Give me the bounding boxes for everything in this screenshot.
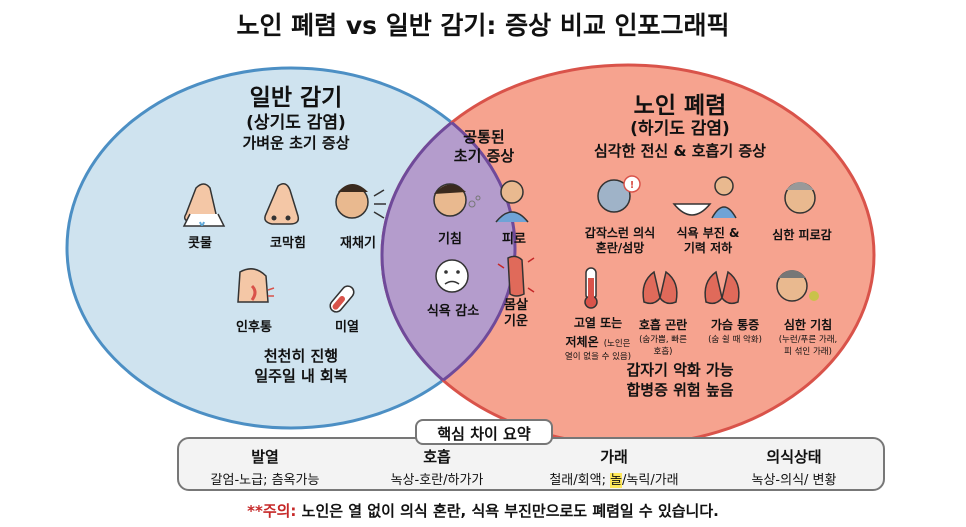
symptom-body-ache: 몸살 기운 [504, 298, 528, 329]
symptom-appetite-weakness: 식욕 부진 & 기력 저하 [676, 226, 740, 255]
bowl-icon [672, 203, 712, 216]
body-ache-icon [497, 255, 535, 297]
cold-heading: 일반 감기 [249, 85, 343, 111]
symptom-severe-cough: 심한 기침 (누런/푸른 가래, 피 섞인 가래) [778, 318, 838, 357]
high-fever-thermometer-icon [584, 267, 598, 309]
appetite-loss-icon [435, 259, 469, 293]
pneumonia-subheading: (하기도 감염) [630, 119, 730, 139]
cough-icon [433, 183, 481, 217]
symptom-chest-pain: 가슴 통증 (숨 쉴 때 악화) [708, 318, 762, 345]
summary-breathing: 호흡 녹상-호란/하가가 [390, 448, 484, 488]
symptom-sneeze: 재채기 [340, 236, 376, 251]
svg-text:!: ! [630, 180, 635, 191]
cold-footer: 천천히 진행 일주일 내 회복 [254, 347, 348, 385]
thermometer-icon [329, 285, 355, 313]
pneumonia-tagline: 심각한 전신 & 호흡기 증상 [594, 142, 766, 160]
summary-title: 핵심 차이 요약 [415, 419, 553, 445]
cold-subheading: (상기도 감염) [246, 113, 346, 133]
sore-throat-icon [237, 268, 275, 303]
stuffy-nose-icon [264, 183, 300, 225]
summary-sputum: 가래 철래/회액; 놀/녹릭/가래 [549, 448, 679, 488]
confusion-icon: ! [597, 175, 641, 213]
symptom-mild-fever: 미열 [335, 320, 359, 335]
summary-fever: 발열 갈엄-노급; 츰옥가능 [210, 448, 320, 488]
severe-cough-icon [776, 270, 819, 302]
cold-tagline: 가벼운 초기 증상 [242, 134, 350, 152]
symptom-confusion: 갑작스런 의식 혼란/섬망 [584, 226, 656, 255]
warning-note: **주의: 노인은 열 없이 의식 혼란, 식욕 부진만으로도 폐렴일 수 있습… [247, 502, 719, 520]
pneumonia-heading: 노인 폐렴 [633, 93, 727, 119]
fatigue-icon [495, 180, 529, 223]
summary-consciousness: 의식상태 녹상-의식/ 변황 [751, 448, 837, 488]
symptom-sore-throat: 인후통 [236, 320, 272, 335]
severe-fatigue-icon [784, 182, 816, 214]
symptom-fatigue: 피로 [502, 232, 526, 247]
pneumonia-footer: 갑자기 악화 가능 합병증 위험 높음 [626, 361, 734, 399]
page-title: 노인 폐렴 vs 일반 감기: 증상 비교 인포그래픽 [236, 11, 730, 40]
symptom-severe-fatigue: 심한 피로감 [772, 228, 832, 242]
symptom-runny-nose: 콧물 [188, 236, 212, 251]
symptom-appetite-loss: 식욕 감소 [426, 304, 480, 319]
lungs-chest-pain-icon [704, 270, 740, 305]
sneeze-icon [335, 184, 386, 219]
symptom-breathing-difficulty: 호흡 곤란 (숨가쁨, 빠른 호흡) [638, 318, 688, 357]
common-heading: 공통된 초기 증상 [453, 128, 515, 165]
weak-person-icon [711, 176, 737, 219]
symptom-high-fever: 고열 또는 저체온 (노인은 열이 없을 수 있음) [564, 316, 632, 362]
lungs-breathing-icon [642, 270, 678, 305]
runny-nose-icon [182, 183, 226, 227]
symptom-cough: 기침 [438, 232, 462, 247]
symptom-stuffy-nose: 코막힘 [270, 236, 306, 251]
